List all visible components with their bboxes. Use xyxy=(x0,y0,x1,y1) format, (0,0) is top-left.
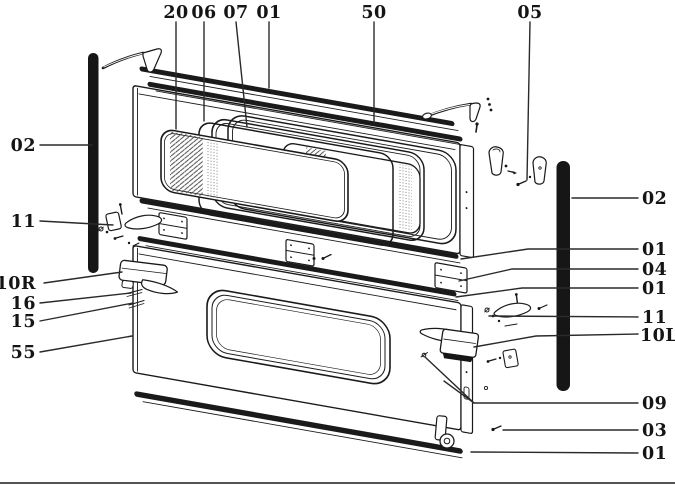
part-label-10L: 10L xyxy=(640,326,675,346)
leader-01-r2 xyxy=(455,287,639,298)
part-label-11-right: 11 xyxy=(642,308,667,328)
leader-04 xyxy=(458,268,639,282)
part-label-09: 09 xyxy=(642,394,667,414)
door-window-opening xyxy=(206,289,391,385)
part-label-01-r3: 01 xyxy=(642,444,667,464)
leader-01-r1 xyxy=(460,248,639,260)
roller-bracket-03 xyxy=(434,415,502,449)
striker-plate xyxy=(486,348,519,369)
leader-lines xyxy=(39,21,639,454)
latch-keeper-left xyxy=(488,146,508,176)
part-label-16: 16 xyxy=(11,294,36,314)
hinge-04-mid xyxy=(285,239,315,267)
leader-07 xyxy=(235,21,248,128)
part-labels: 20 06 07 01 50 05 02 11 10R 16 15 55 02 … xyxy=(0,3,675,464)
hinge-pin-lever-right xyxy=(422,97,493,133)
part-label-10R: 10R xyxy=(0,274,36,294)
side-rail-right-02 xyxy=(556,161,570,391)
part-label-02-left: 02 xyxy=(11,136,36,156)
screw-09 xyxy=(420,352,489,391)
seal-strip-top-01 xyxy=(139,66,459,132)
leader-55 xyxy=(39,335,133,353)
part-label-55: 55 xyxy=(11,343,36,363)
part-label-02-right: 02 xyxy=(642,189,667,209)
handle-assembly-right xyxy=(484,293,548,327)
leader-11-right xyxy=(488,315,639,318)
seal-strip-mid-upper-01 xyxy=(139,198,461,264)
part-label-05: 05 xyxy=(517,3,542,23)
leader-09b xyxy=(443,380,475,404)
seal-strip-mid-lower-01 xyxy=(137,236,459,302)
part-label-06: 06 xyxy=(191,3,216,23)
leader-15 xyxy=(39,302,134,322)
part-label-03: 03 xyxy=(642,421,667,441)
seal-strip-50 xyxy=(147,81,465,146)
latch-10R xyxy=(118,259,179,295)
part-label-01-top: 01 xyxy=(256,3,281,23)
leader-10R xyxy=(43,271,123,284)
leader-11-left xyxy=(39,220,114,226)
latch-keeper-right xyxy=(532,156,547,185)
handle-assembly-left xyxy=(98,203,163,247)
leader-10L xyxy=(473,333,639,348)
part-label-20: 20 xyxy=(163,3,188,23)
hinge-04-left xyxy=(158,212,188,240)
leader-16 xyxy=(39,292,132,304)
part-label-07: 07 xyxy=(223,3,248,23)
hinge-04-right xyxy=(434,262,468,294)
latch-10L xyxy=(419,327,480,363)
part-label-01-r1: 01 xyxy=(642,240,667,260)
leader-01-r3 xyxy=(470,451,639,454)
leader-05 xyxy=(526,21,531,181)
window-glass-20 xyxy=(160,129,349,222)
seal-strip-bottom-01 xyxy=(134,391,463,459)
part-label-01-r2: 01 xyxy=(642,279,667,299)
part-label-15: 15 xyxy=(11,312,36,332)
part-label-11-left: 11 xyxy=(11,212,36,232)
hinge-screw xyxy=(312,253,332,260)
hinge-pin-lever-left xyxy=(101,48,162,73)
part-label-50: 50 xyxy=(361,3,386,23)
side-rail-left-02 xyxy=(88,53,99,273)
part-label-04: 04 xyxy=(642,260,667,280)
keeper-screws xyxy=(507,170,532,187)
